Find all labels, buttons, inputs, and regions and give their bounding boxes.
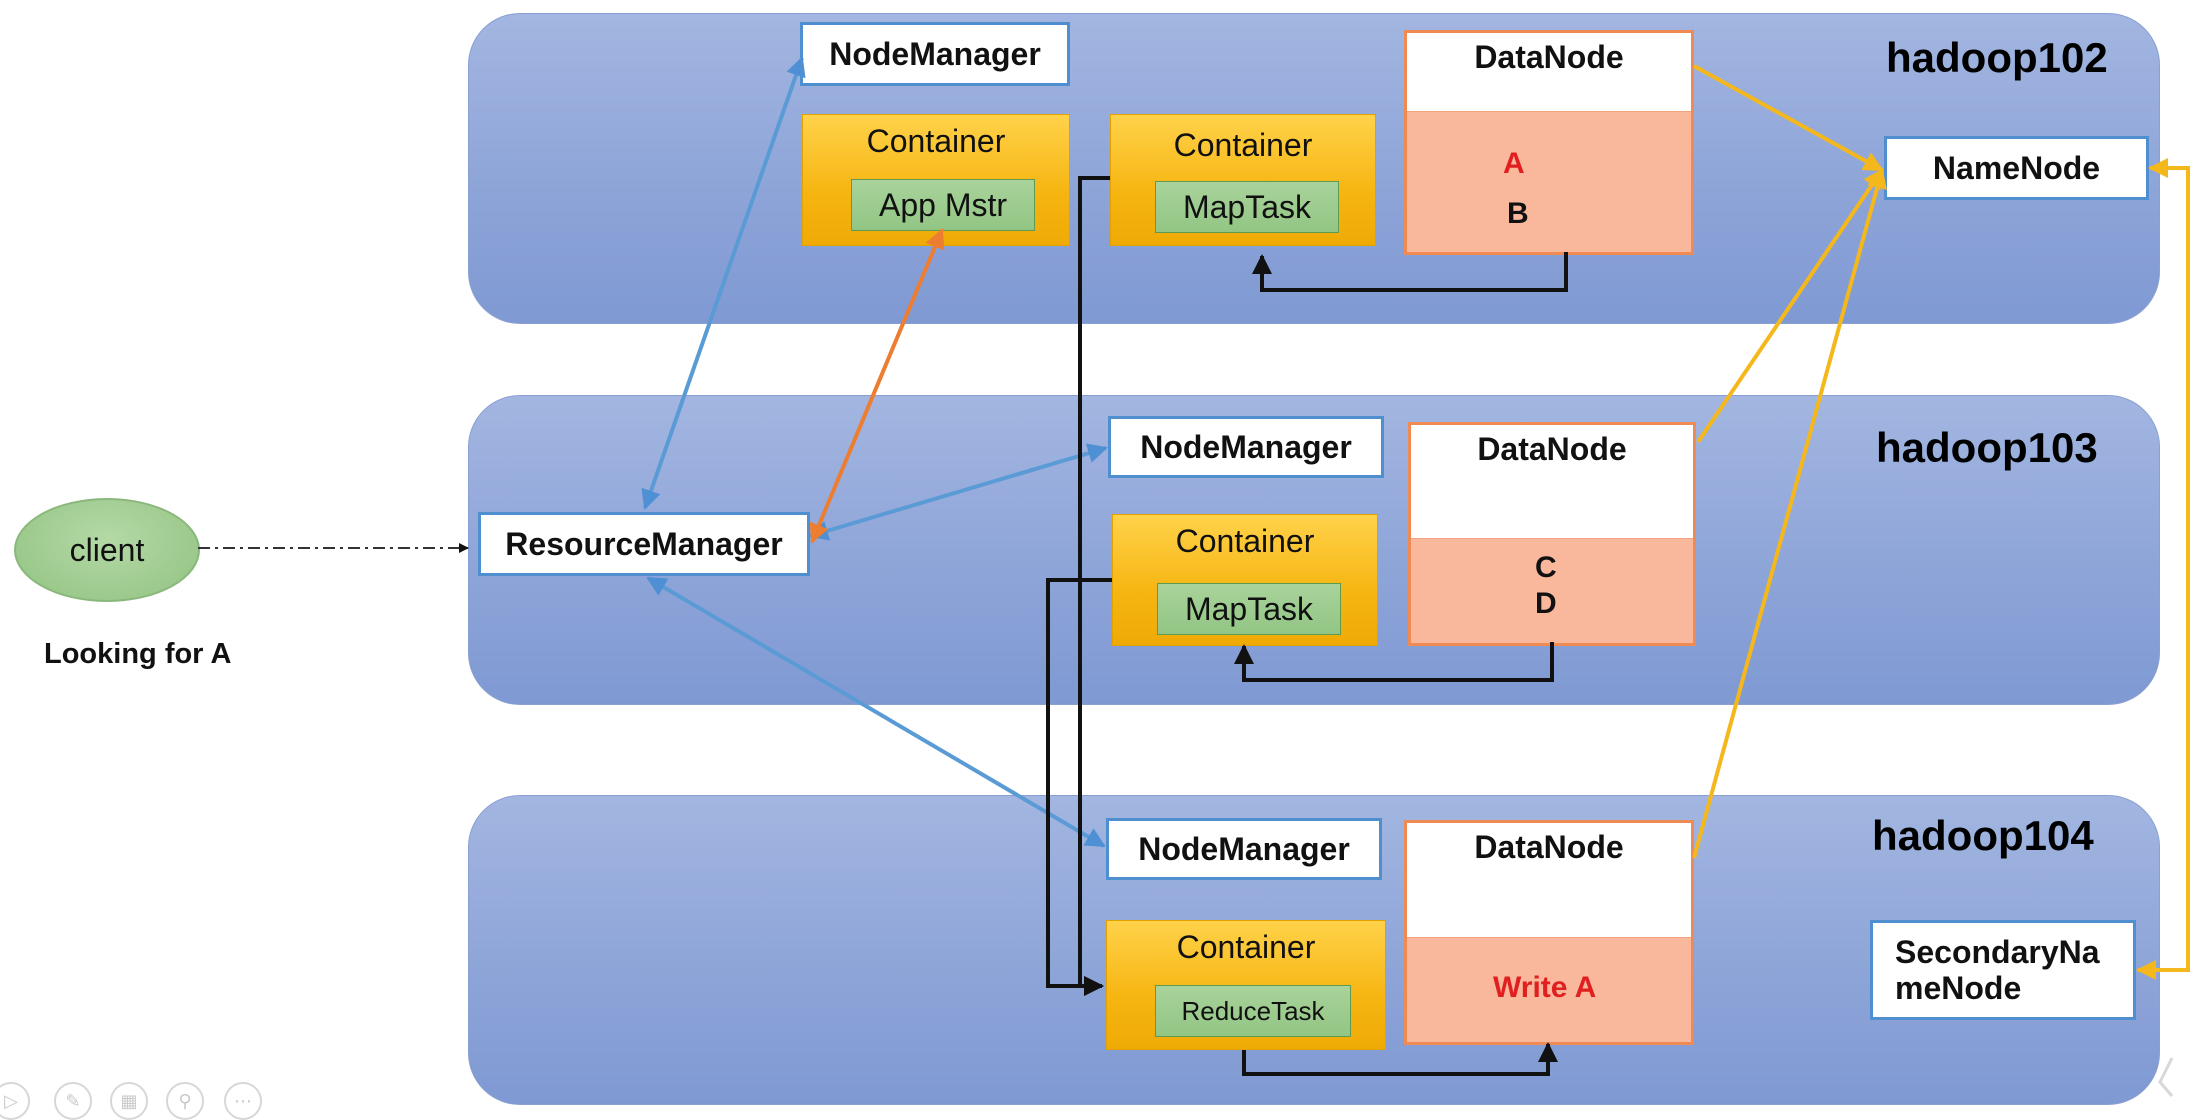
- block-d: D: [1535, 587, 1557, 620]
- host-name-hadoop104: hadoop104: [1872, 812, 2094, 859]
- datanode102-to-maptask-arrow: [1252, 252, 1568, 292]
- more-icon[interactable]: ⋯: [224, 1082, 262, 1120]
- container-title: Container: [1175, 523, 1315, 559]
- node-manager-hadoop102: NodeManager: [800, 22, 1070, 86]
- datanode-hadoop103: DataNode C D: [1408, 422, 1696, 646]
- datanode-title: DataNode: [1477, 431, 1627, 467]
- container-maptask-hadoop103: Container MapTask: [1112, 514, 1378, 646]
- corner-mark: [2158, 1057, 2174, 1097]
- host-name-hadoop103: hadoop103: [1876, 424, 2098, 471]
- block-a: A: [1503, 147, 1525, 180]
- container-maptask-hadoop102: Container MapTask: [1110, 114, 1376, 246]
- rm-appmaster-arrow: [809, 228, 945, 544]
- container-app-master: Container App Mstr: [802, 114, 1070, 246]
- datanode-hadoop102: DataNode A B: [1404, 30, 1694, 255]
- datanode102-to-namenode-arrow: [1693, 64, 1884, 172]
- datanode-hadoop104: DataNode Write A: [1404, 820, 1694, 1045]
- task-maptask-hadoop103: MapTask: [1157, 583, 1341, 635]
- node-manager-hadoop104: NodeManager: [1106, 818, 1382, 880]
- task-app-master: App Mstr: [851, 179, 1035, 231]
- block-c: C: [1535, 551, 1557, 584]
- task-maptask-hadoop102: MapTask: [1155, 181, 1339, 233]
- name-node: NameNode: [1884, 136, 2149, 200]
- container-title: Container: [1176, 929, 1316, 965]
- client-caption: Looking for A: [44, 638, 232, 670]
- container-title: Container: [866, 123, 1006, 159]
- datanode-block-area: [1411, 538, 1693, 643]
- datanode103-to-maptask-arrow: [1234, 642, 1554, 682]
- rm-nm102-arrow: [641, 56, 806, 510]
- client-node: client: [14, 498, 200, 602]
- namenode-secondary-namenode-arrow: [2136, 158, 2190, 980]
- secondary-name-node-line2: meNode: [1895, 970, 2022, 1006]
- datanode-block-area: [1407, 937, 1691, 1042]
- block-b: B: [1507, 197, 1529, 230]
- datanode104-to-namenode-arrow: [1692, 168, 1887, 859]
- secondary-name-node: SecondaryNa meNode: [1870, 920, 2136, 1020]
- block-write-a: Write A: [1493, 971, 1597, 1004]
- host-name-hadoop102: hadoop102: [1886, 34, 2108, 81]
- rm-nm103-arrow: [808, 443, 1108, 541]
- zoom-icon[interactable]: ⚲: [166, 1082, 204, 1120]
- container-reducetask: Container ReduceTask: [1106, 920, 1386, 1050]
- resource-manager: ResourceManager: [478, 512, 810, 576]
- secondary-name-node-line1: SecondaryNa: [1895, 934, 2100, 970]
- pen-icon[interactable]: ✎: [54, 1082, 92, 1120]
- maptask103-to-reducetask-arrow: [1046, 578, 1112, 996]
- datanode-title: DataNode: [1474, 829, 1624, 865]
- rm-nm104-arrow: [646, 576, 1106, 848]
- datanode103-to-namenode-arrow: [1696, 168, 1884, 444]
- datanode-title: DataNode: [1474, 39, 1624, 75]
- datanode-block-area: [1407, 111, 1691, 252]
- container-title: Container: [1173, 127, 1313, 163]
- node-manager-hadoop103: NodeManager: [1108, 416, 1384, 478]
- reducetask-to-datanode104-arrow: [1242, 1042, 1558, 1076]
- task-reducetask: ReduceTask: [1155, 985, 1351, 1037]
- slides-icon[interactable]: ▦: [110, 1082, 148, 1120]
